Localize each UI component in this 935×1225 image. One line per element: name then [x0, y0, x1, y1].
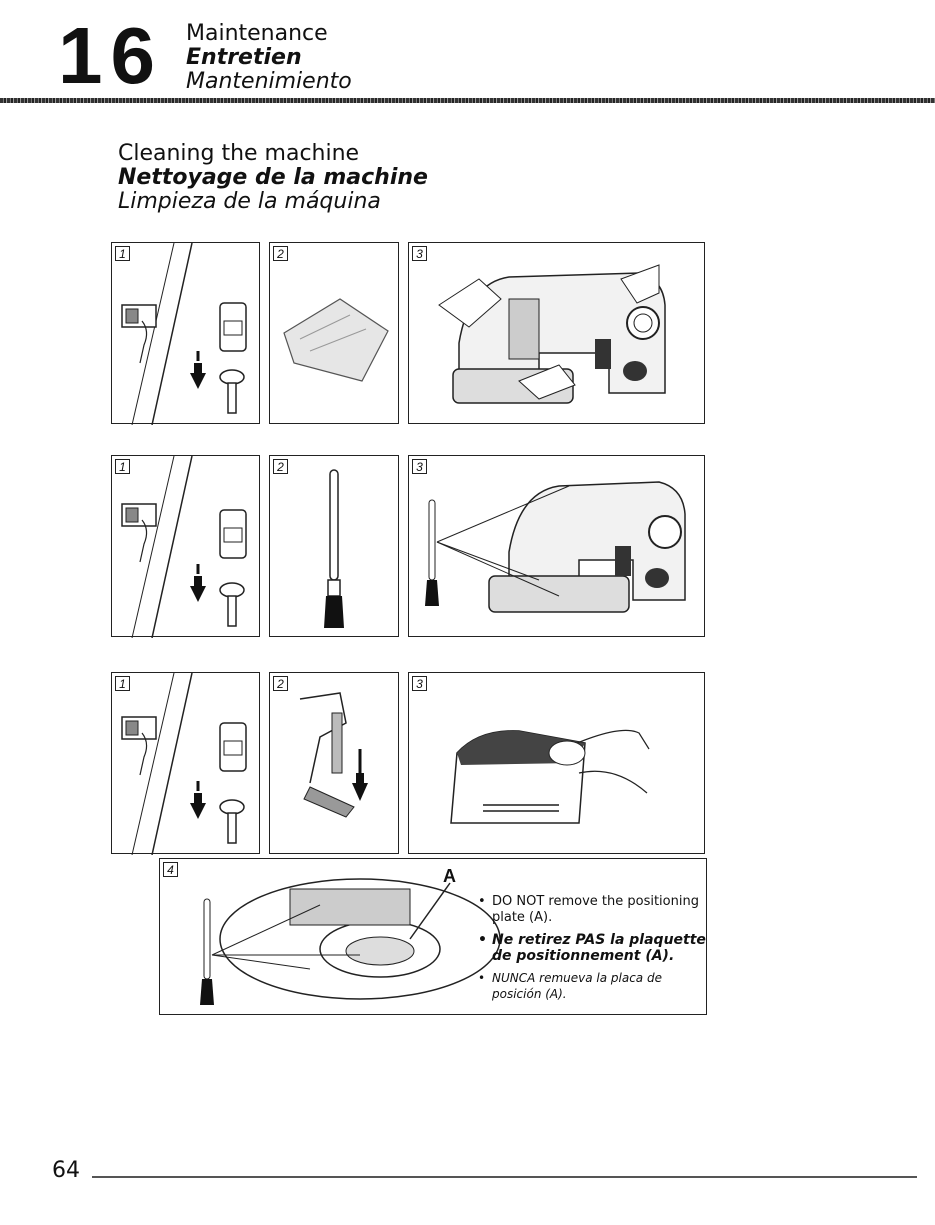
row2-panel-unplug: 1	[111, 455, 260, 637]
unplug-illustration	[112, 673, 261, 855]
chapter-number: 16	[58, 16, 163, 96]
row3-panel-presser-foot: 2	[269, 672, 399, 854]
needle-plate-illustration	[409, 673, 706, 855]
row1-panel-cloth: 2	[269, 242, 399, 424]
row1-panel-unplug: 1	[111, 242, 260, 424]
unplug-illustration	[112, 456, 261, 638]
chapter-title-fr: Entretien	[186, 46, 302, 70]
warning-notes: •DO NOT remove the positioning plate (A)…	[478, 894, 708, 1008]
cloth-illustration	[270, 243, 400, 425]
section-title-fr: Nettoyage de la machine	[118, 166, 428, 190]
brush-icon	[270, 456, 400, 638]
machine-wipe-illustration	[409, 243, 706, 425]
row3-panel-unplug: 1	[111, 672, 260, 854]
row1-panel-machine: 3	[408, 242, 705, 424]
note-fr: •Ne retirez PAS la plaquette de position…	[478, 932, 708, 964]
presser-foot-illustration	[270, 673, 400, 855]
section-title-es: Limpieza de la máquina	[118, 190, 381, 214]
row2-panel-machine: 3	[408, 455, 705, 637]
header-rule	[0, 98, 935, 103]
row2-panel-brush: 2	[269, 455, 399, 637]
unplug-illustration	[112, 243, 261, 425]
chapter-title-en: Maintenance	[186, 22, 328, 46]
footer-rule	[92, 1176, 917, 1178]
label-a: A	[443, 866, 456, 887]
section-title-en: Cleaning the machine	[118, 142, 359, 166]
note-en: •DO NOT remove the positioning plate (A)…	[478, 894, 708, 926]
note-es: •NUNCA remueva la placa de posición (A).	[478, 970, 708, 1002]
chapter-title-es: Mantenimiento	[186, 70, 352, 94]
row3-panel-needle-plate: 3	[408, 672, 705, 854]
machine-brush-illustration	[409, 456, 706, 638]
page-number: 64	[52, 1158, 80, 1183]
